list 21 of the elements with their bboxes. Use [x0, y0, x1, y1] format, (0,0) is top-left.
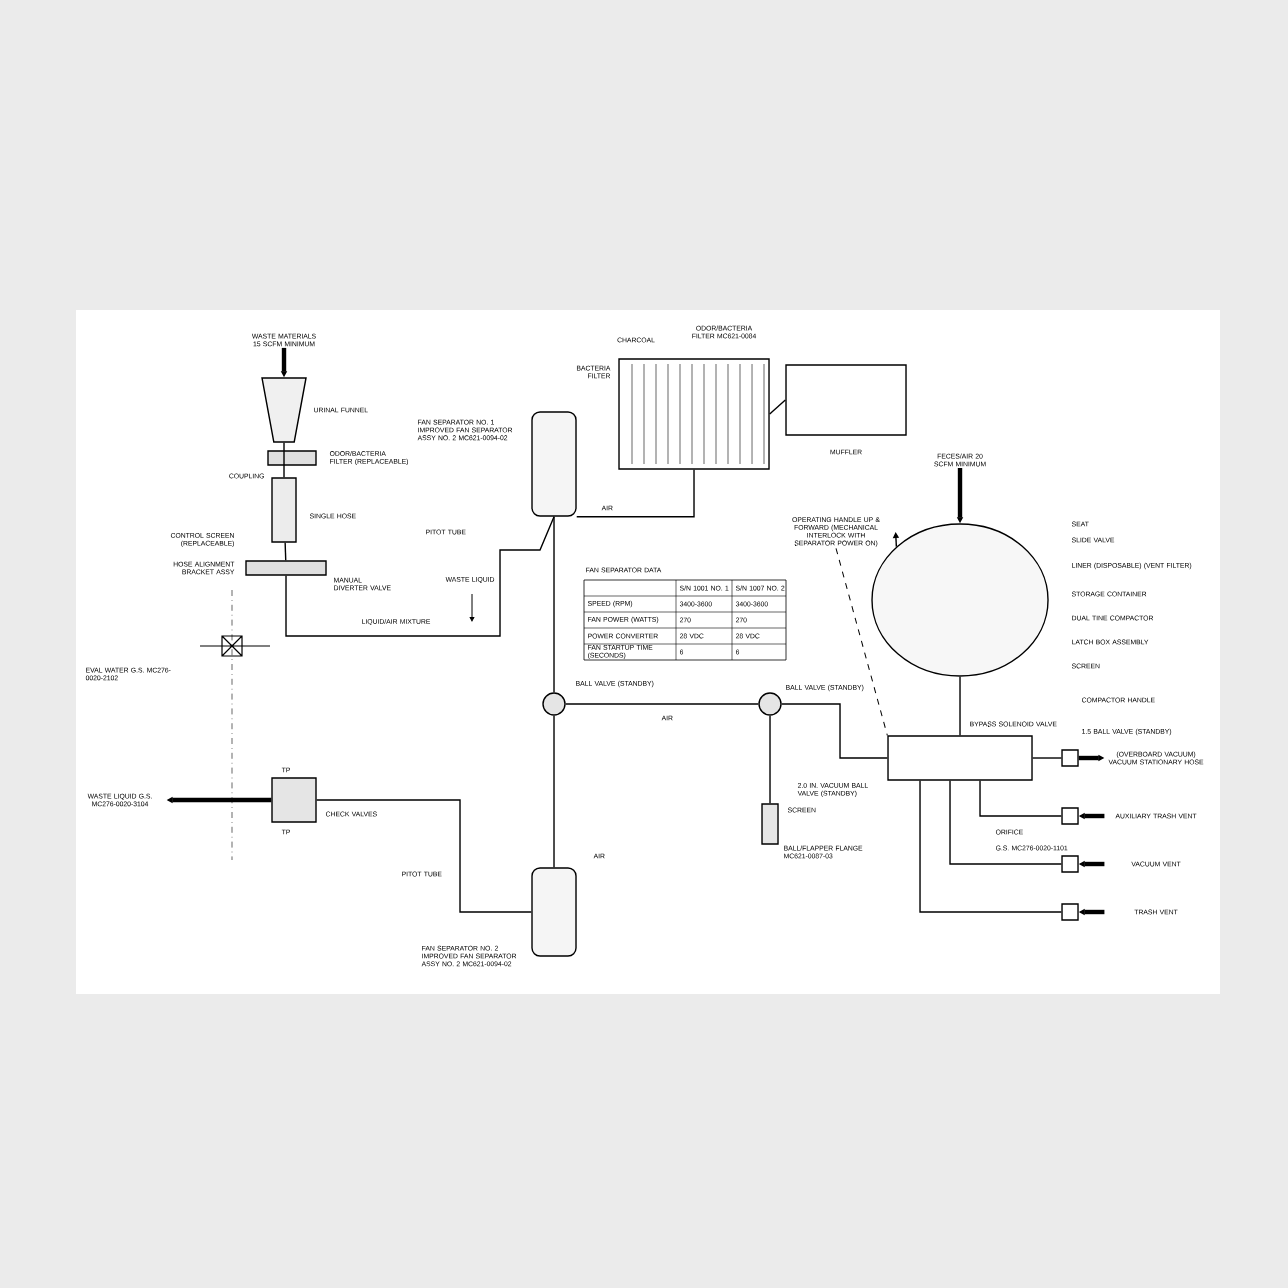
pipe	[835, 547, 888, 736]
pipe	[283, 442, 285, 478]
pipe	[553, 715, 555, 868]
pipe	[769, 399, 786, 415]
pipe	[979, 780, 1062, 817]
port	[1061, 855, 1079, 873]
pipe	[919, 780, 1062, 913]
pipe	[284, 542, 287, 561]
pipe	[553, 516, 555, 693]
pipe	[576, 469, 695, 518]
port	[1061, 807, 1079, 825]
pipe	[769, 715, 771, 804]
pipe	[949, 780, 1062, 865]
pipe	[959, 676, 961, 736]
pipe	[285, 516, 555, 637]
port	[1061, 903, 1079, 921]
pipe	[781, 703, 889, 759]
pipe	[316, 799, 532, 913]
pipe	[1032, 757, 1062, 759]
port	[1061, 749, 1079, 767]
pipe	[565, 703, 759, 705]
